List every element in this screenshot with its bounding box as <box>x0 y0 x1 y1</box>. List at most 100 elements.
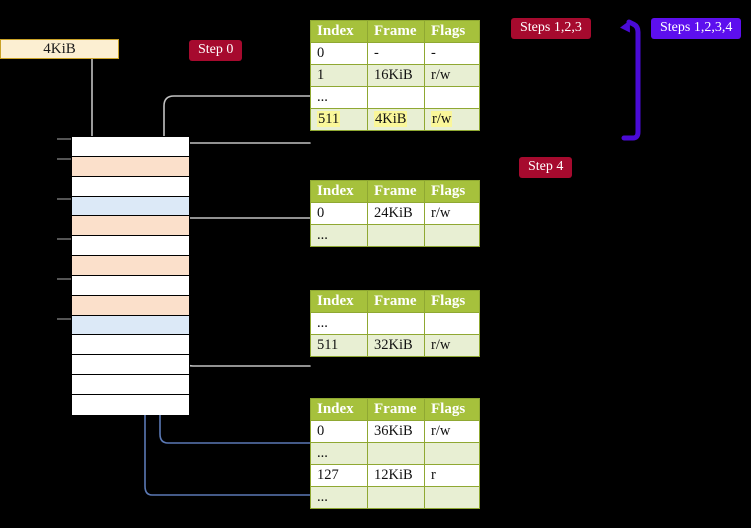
page-table-level-0: Index Frame Flags 0 - - 1 16KiB r/w ... … <box>310 20 480 131</box>
column-header-flags: Flags <box>424 180 480 203</box>
table-row[interactable]: ... <box>310 486 480 509</box>
cell-frame: 4KiB <box>367 108 425 131</box>
cell-index: 0 <box>310 420 368 443</box>
column-header-frame: Frame <box>367 398 425 421</box>
memory-tick <box>57 318 71 320</box>
memory-row <box>72 355 189 376</box>
column-header-flags: Flags <box>424 290 480 313</box>
table-row[interactable]: ... <box>310 312 480 335</box>
cell-index: 0 <box>310 42 368 65</box>
memory-tick <box>57 278 71 280</box>
table-header-row: Index Frame Flags <box>310 398 480 421</box>
cell-flags <box>424 86 480 109</box>
table-row[interactable]: ... <box>310 86 480 109</box>
table-row[interactable]: 0 24KiB r/w <box>310 202 480 225</box>
table-row[interactable]: ... <box>310 224 480 247</box>
cell-flags-highlight: r/w <box>431 111 453 127</box>
memory-row <box>72 156 189 177</box>
column-header-index: Index <box>310 20 368 43</box>
table-header-row: Index Frame Flags <box>310 20 480 43</box>
column-header-frame: Frame <box>367 20 425 43</box>
memory-row <box>72 236 189 257</box>
page-table-level-2: Index Frame Flags ... 511 32KiB r/w <box>310 290 480 357</box>
cell-index: ... <box>310 224 368 247</box>
cell-index: ... <box>310 312 368 335</box>
column-header-flags: Flags <box>424 398 480 421</box>
cell-frame: 24KiB <box>367 202 425 225</box>
wire-t3-32kib-to-memory <box>176 316 311 367</box>
table-row[interactable]: 511 4KiB r/w <box>310 108 480 131</box>
column-header-index: Index <box>310 180 368 203</box>
column-header-frame: Frame <box>367 180 425 203</box>
memory-row <box>72 256 189 276</box>
column-header-flags: Flags <box>424 20 480 43</box>
table-header-row: Index Frame Flags <box>310 290 480 313</box>
memory-row <box>72 375 189 395</box>
memory-row <box>72 335 189 356</box>
cell-flags <box>424 224 480 247</box>
cell-frame: 32KiB <box>367 334 425 357</box>
badge-step-4: Step 4 <box>519 157 573 178</box>
memory-tick <box>57 238 71 240</box>
cell-index-highlight: 511 <box>317 111 341 127</box>
cell-flags: r <box>424 464 480 487</box>
table-row[interactable]: 127 12KiB r <box>310 464 480 487</box>
wire-t1-4kib-to-memory <box>174 142 311 227</box>
cell-index: 1 <box>310 64 368 87</box>
memory-row <box>72 275 189 296</box>
cell-frame <box>367 442 425 465</box>
cell-flags: r/w <box>424 334 480 357</box>
cell-flags: r/w <box>424 202 480 225</box>
cell-index: ... <box>310 86 368 109</box>
memory-row <box>72 315 189 336</box>
page-table-level-1: Index Frame Flags 0 24KiB r/w ... <box>310 180 480 247</box>
memory-tick <box>57 138 71 140</box>
badge-steps-123: Steps 1,2,3 <box>511 18 591 39</box>
physical-memory-column <box>71 136 190 415</box>
cell-flags: r/w <box>424 420 480 443</box>
cell-index: 511 <box>310 334 368 357</box>
memory-row <box>72 394 189 415</box>
page-table-level-3: Index Frame Flags 0 36KiB r/w ... 127 12… <box>310 398 480 509</box>
column-header-frame: Frame <box>367 290 425 313</box>
cell-frame <box>367 312 425 335</box>
purple-bracket-arrow <box>620 19 641 141</box>
table-row[interactable]: 0 36KiB r/w <box>310 420 480 443</box>
cell-frame: 12KiB <box>367 464 425 487</box>
cell-index: 127 <box>310 464 368 487</box>
memory-row <box>72 295 189 316</box>
cell-index: ... <box>310 486 368 509</box>
wire-t2-24kib-to-memory <box>179 217 311 256</box>
column-header-index: Index <box>310 290 368 313</box>
memory-row <box>72 137 189 157</box>
table-row[interactable]: ... <box>310 442 480 465</box>
cell-frame <box>367 86 425 109</box>
cell-frame: - <box>367 42 425 65</box>
cell-frame: 36KiB <box>367 420 425 443</box>
cell-frame <box>367 224 425 247</box>
cell-flags: r/w <box>424 64 480 87</box>
cell-flags <box>424 486 480 509</box>
table-row[interactable]: 0 - - <box>310 42 480 65</box>
cell-frame-highlight: 4KiB <box>374 111 408 127</box>
table-header-row: Index Frame Flags <box>310 180 480 203</box>
cell-flags: - <box>424 42 480 65</box>
cell-flags: r/w <box>424 108 480 131</box>
cell-index: 511 <box>310 108 368 131</box>
cell-flags <box>424 442 480 465</box>
cell-index: ... <box>310 442 368 465</box>
table-row[interactable]: 511 32KiB r/w <box>310 334 480 357</box>
badge-steps-1234: Steps 1,2,3,4 <box>651 18 742 39</box>
cell-frame: 16KiB <box>367 64 425 87</box>
memory-row <box>72 216 189 237</box>
memory-row <box>72 176 189 197</box>
source-size-box: 4KiB <box>0 39 119 59</box>
badge-step-0: Step 0 <box>189 40 243 61</box>
memory-tick <box>57 198 71 200</box>
memory-tick <box>57 158 71 160</box>
column-header-index: Index <box>310 398 368 421</box>
table-row[interactable]: 1 16KiB r/w <box>310 64 480 87</box>
cell-index: 0 <box>310 202 368 225</box>
cell-flags <box>424 312 480 335</box>
memory-row <box>72 196 189 217</box>
